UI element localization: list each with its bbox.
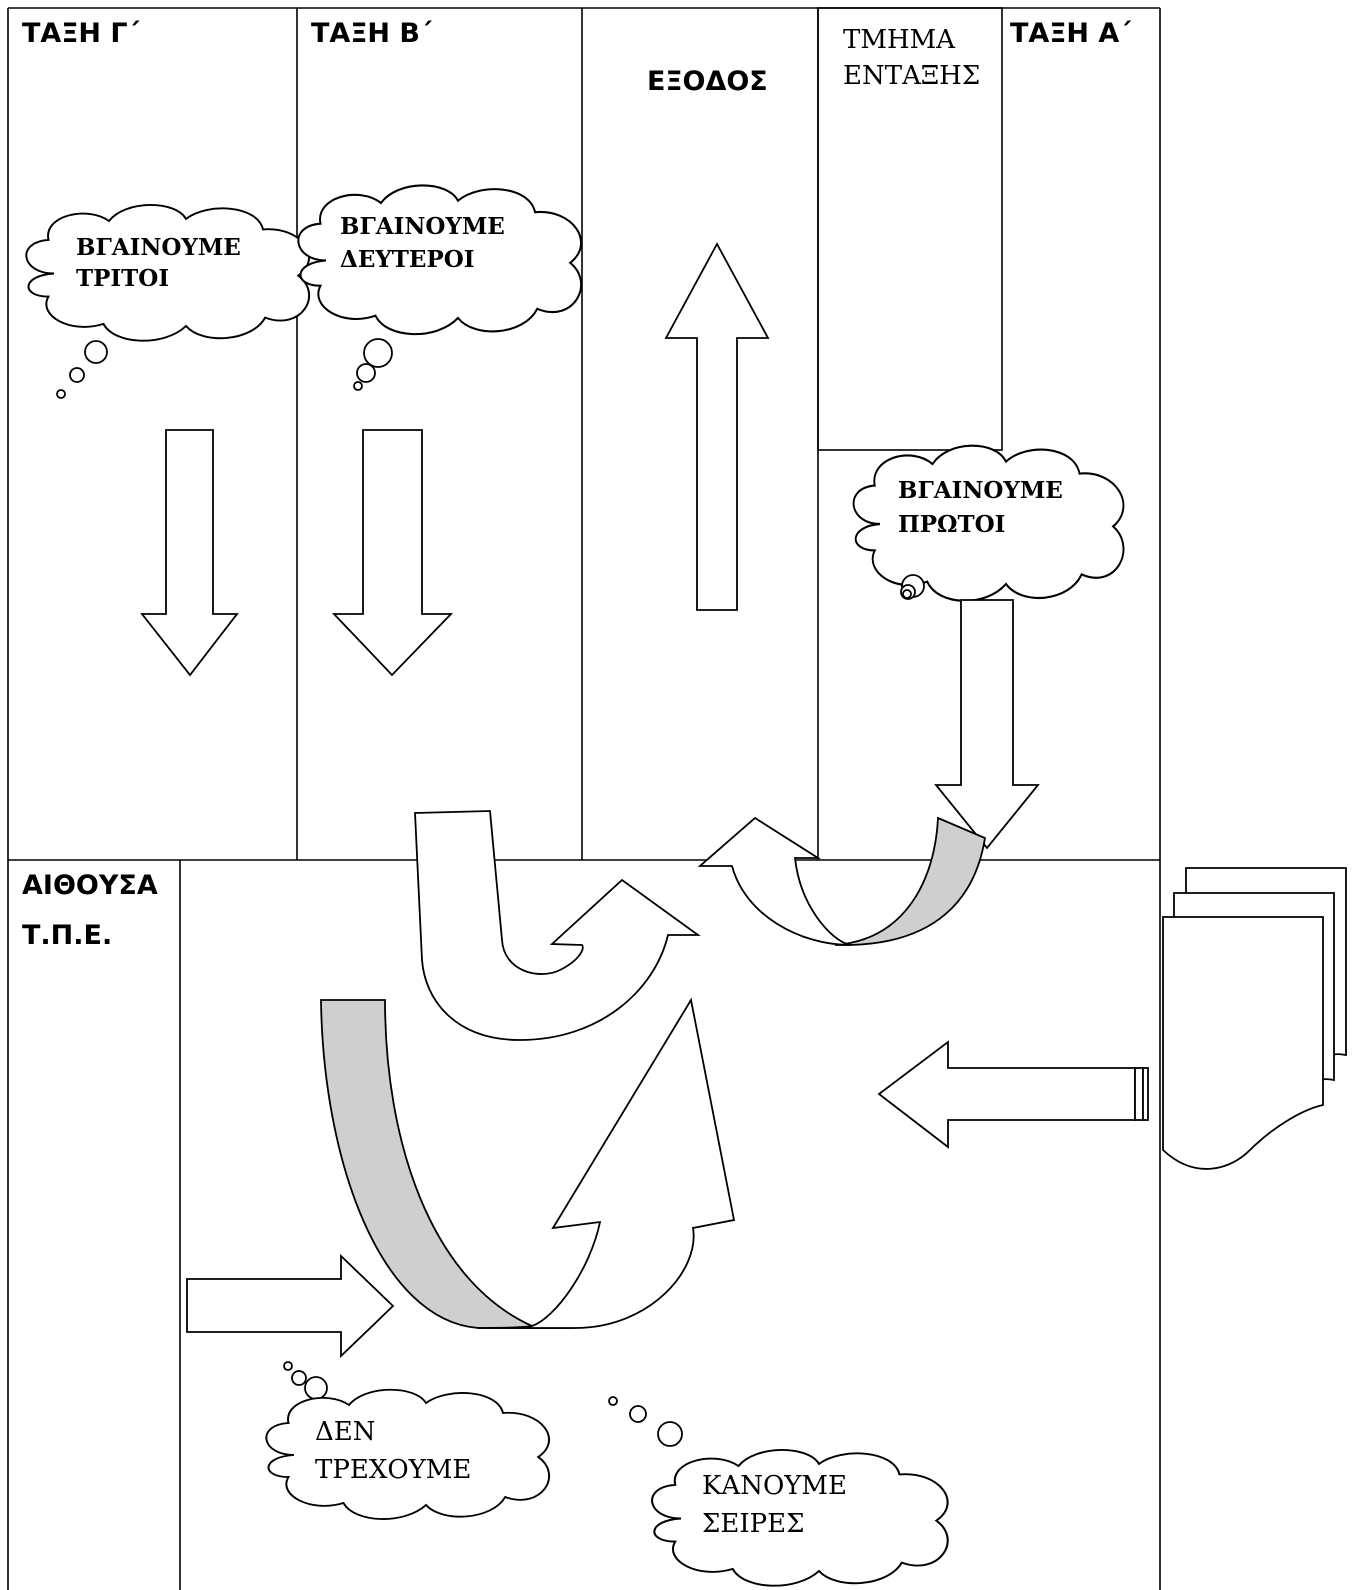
arrow-right-into-ict — [186, 1253, 395, 1359]
arrow-up-exit — [664, 242, 770, 611]
label-class-a: ΤΑΞΗ Α΄ — [1010, 18, 1132, 49]
cloud-first-line1: ΒΓΑΙΝΟΥΜΕ — [898, 477, 1063, 504]
cloud-no-running-line2: ΤΡΕΧΟΥΜΕ — [315, 1455, 471, 1485]
thought-cloud-make-lines: ΚΑΝΟΥΜΕ ΣΕΙΡΕΣ — [608, 1396, 949, 1587]
thought-cloud-third: ΒΓΑΙΝΟΥΜΕ ΤΡΙΤΟΙ — [25, 203, 311, 399]
label-exit: ΕΞΟΔΟΣ — [647, 66, 768, 97]
label-class-c: ΤΑΞΗ Γ΄ — [22, 18, 141, 49]
cloud-make-lines-line2: ΣΕΙΡΕΣ — [702, 1509, 805, 1539]
cloud-second-line1: ΒΓΑΙΝΟΥΜΕ — [340, 213, 505, 240]
cloud-second-line2: ΔΕΥΤΕΡΟΙ — [340, 246, 475, 273]
cloud-make-lines-line1: ΚΑΝΟΥΜΕ — [702, 1471, 847, 1501]
floor-plan-grid — [7, 7, 1161, 1590]
cloud-third-line1: ΒΓΑΙΝΟΥΜΕ — [76, 234, 241, 261]
arrow-down-class-b — [331, 429, 454, 677]
integration-room-box — [817, 7, 1003, 451]
arrow-down-class-c — [140, 429, 239, 677]
thought-cloud-first: ΒΓΑΙΝΟΥΜΕ ΠΡΩΤΟΙ — [852, 444, 1125, 602]
arrow-down-class-a — [934, 599, 1040, 850]
arrow-swoop-central — [320, 997, 736, 1329]
label-class-b: ΤΑΞΗ Β΄ — [311, 18, 433, 49]
arrow-swoop-class-a — [697, 816, 987, 946]
label-ict-line2: Τ.Π.Ε. — [22, 920, 112, 951]
thought-cloud-second: ΒΓΑΙΝΟΥΜΕ ΔΕΥΤΕΡΟΙ — [297, 184, 583, 391]
cloud-no-running-line1: ΔΕΝ — [315, 1417, 376, 1447]
label-integration-line1: ΤΜΗΜΑ — [843, 25, 956, 55]
arrow-uturn-class-b — [414, 810, 701, 1041]
cloud-first-line2: ΠΡΩΤΟΙ — [898, 511, 1005, 538]
building-icon — [1134, 867, 1347, 1170]
thought-cloud-no-running: ΔΕΝ ΤΡΕΧΟΥΜΕ — [265, 1361, 551, 1521]
label-integration-line2: ΕΝΤΑΞΗΣ — [843, 61, 980, 91]
cloud-third-line2: ΤΡΙΤΟΙ — [76, 265, 169, 292]
label-ict-line1: ΑΙΘΟΥΣΑ — [22, 870, 158, 901]
arrow-left-from-building — [877, 1040, 1136, 1149]
